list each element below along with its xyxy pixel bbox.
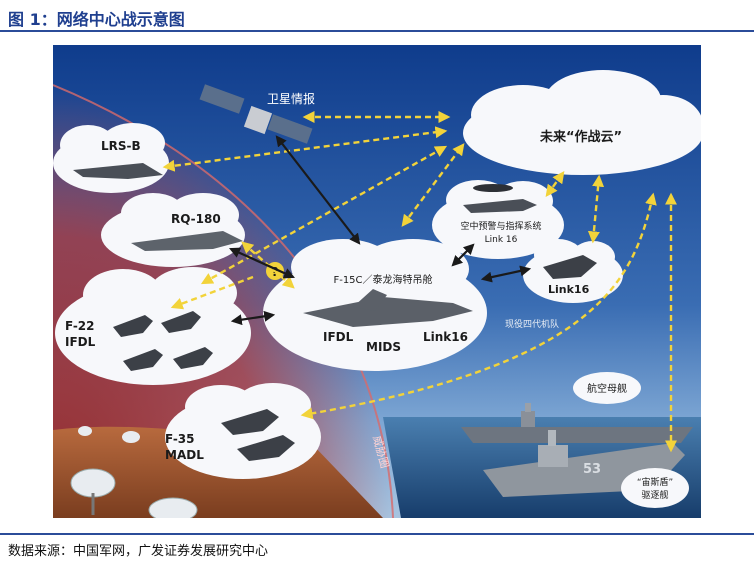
f35-label-line1: F-35 <box>165 432 195 446</box>
awacs-label-line1: 空中预警与指挥系统 <box>460 220 541 232</box>
destroyer-label-line1: “宙斯盾” <box>637 476 673 488</box>
link-question-f22 <box>170 275 254 310</box>
source-note: 数据来源：中国军网，广发证券发展研究中心 <box>8 544 269 559</box>
figure-title: 图 1：网络中心战示意图 <box>8 10 185 29</box>
lrsb-label: LRS-B <box>101 139 141 153</box>
f15c-link-ifdl: IFDL <box>323 330 354 344</box>
link-rq180-question <box>228 247 296 279</box>
link-satellite-f15 <box>275 135 361 245</box>
solid-links <box>228 135 532 326</box>
rq180-label: RQ-180 <box>171 212 221 226</box>
top-rule <box>0 30 754 32</box>
f22-label-line1: F-22 <box>65 319 95 333</box>
future-combat-cloud <box>463 70 701 175</box>
gen4-group-label: 现役四代机队 <box>505 318 559 330</box>
f22-label-line2: IFDL <box>65 335 96 349</box>
bottom-rule <box>0 533 754 535</box>
lrsb-bomber-icon <box>73 163 163 179</box>
f35-fighter-icon <box>221 409 295 461</box>
link-cloud-f35 <box>300 192 657 420</box>
link-awacs-cloud <box>545 171 565 197</box>
f35-label-line2: MADL <box>165 448 204 462</box>
link-f15-cloud <box>401 143 465 227</box>
radar-dish-icon <box>70 426 198 518</box>
satellite-label: 卫星情报 <box>267 91 315 106</box>
link-f22-f15 <box>230 310 276 326</box>
ship-number: 53 <box>583 462 601 477</box>
diagram-panel: 53 未来“作战云” LRS-B RQ-180 F-22 IFDL <box>53 45 701 518</box>
lrsb-cloud <box>53 123 169 193</box>
destroyer-label-line2: 驱逐舰 <box>641 489 668 501</box>
f15c-link-link16: Link16 <box>423 330 468 344</box>
awacs-label-line2: Link 16 <box>485 235 518 245</box>
gen4-link-label: Link16 <box>548 283 590 296</box>
f15c-link-mids: MIDS <box>366 340 401 354</box>
link-f15-gen4 <box>480 265 532 283</box>
carrier-label: 航空母舰 <box>587 382 627 395</box>
diagram-svg: 53 未来“作战云” LRS-B RQ-180 F-22 IFDL <box>53 45 701 518</box>
future-cloud-label: 未来“作战云” <box>539 129 622 145</box>
f15c-label: F-15C／泰龙海特吊舱 <box>333 273 432 286</box>
f22-fighter-icon <box>113 311 213 371</box>
link-f15-awacs <box>451 243 475 267</box>
destroyer-label-box <box>621 468 689 508</box>
